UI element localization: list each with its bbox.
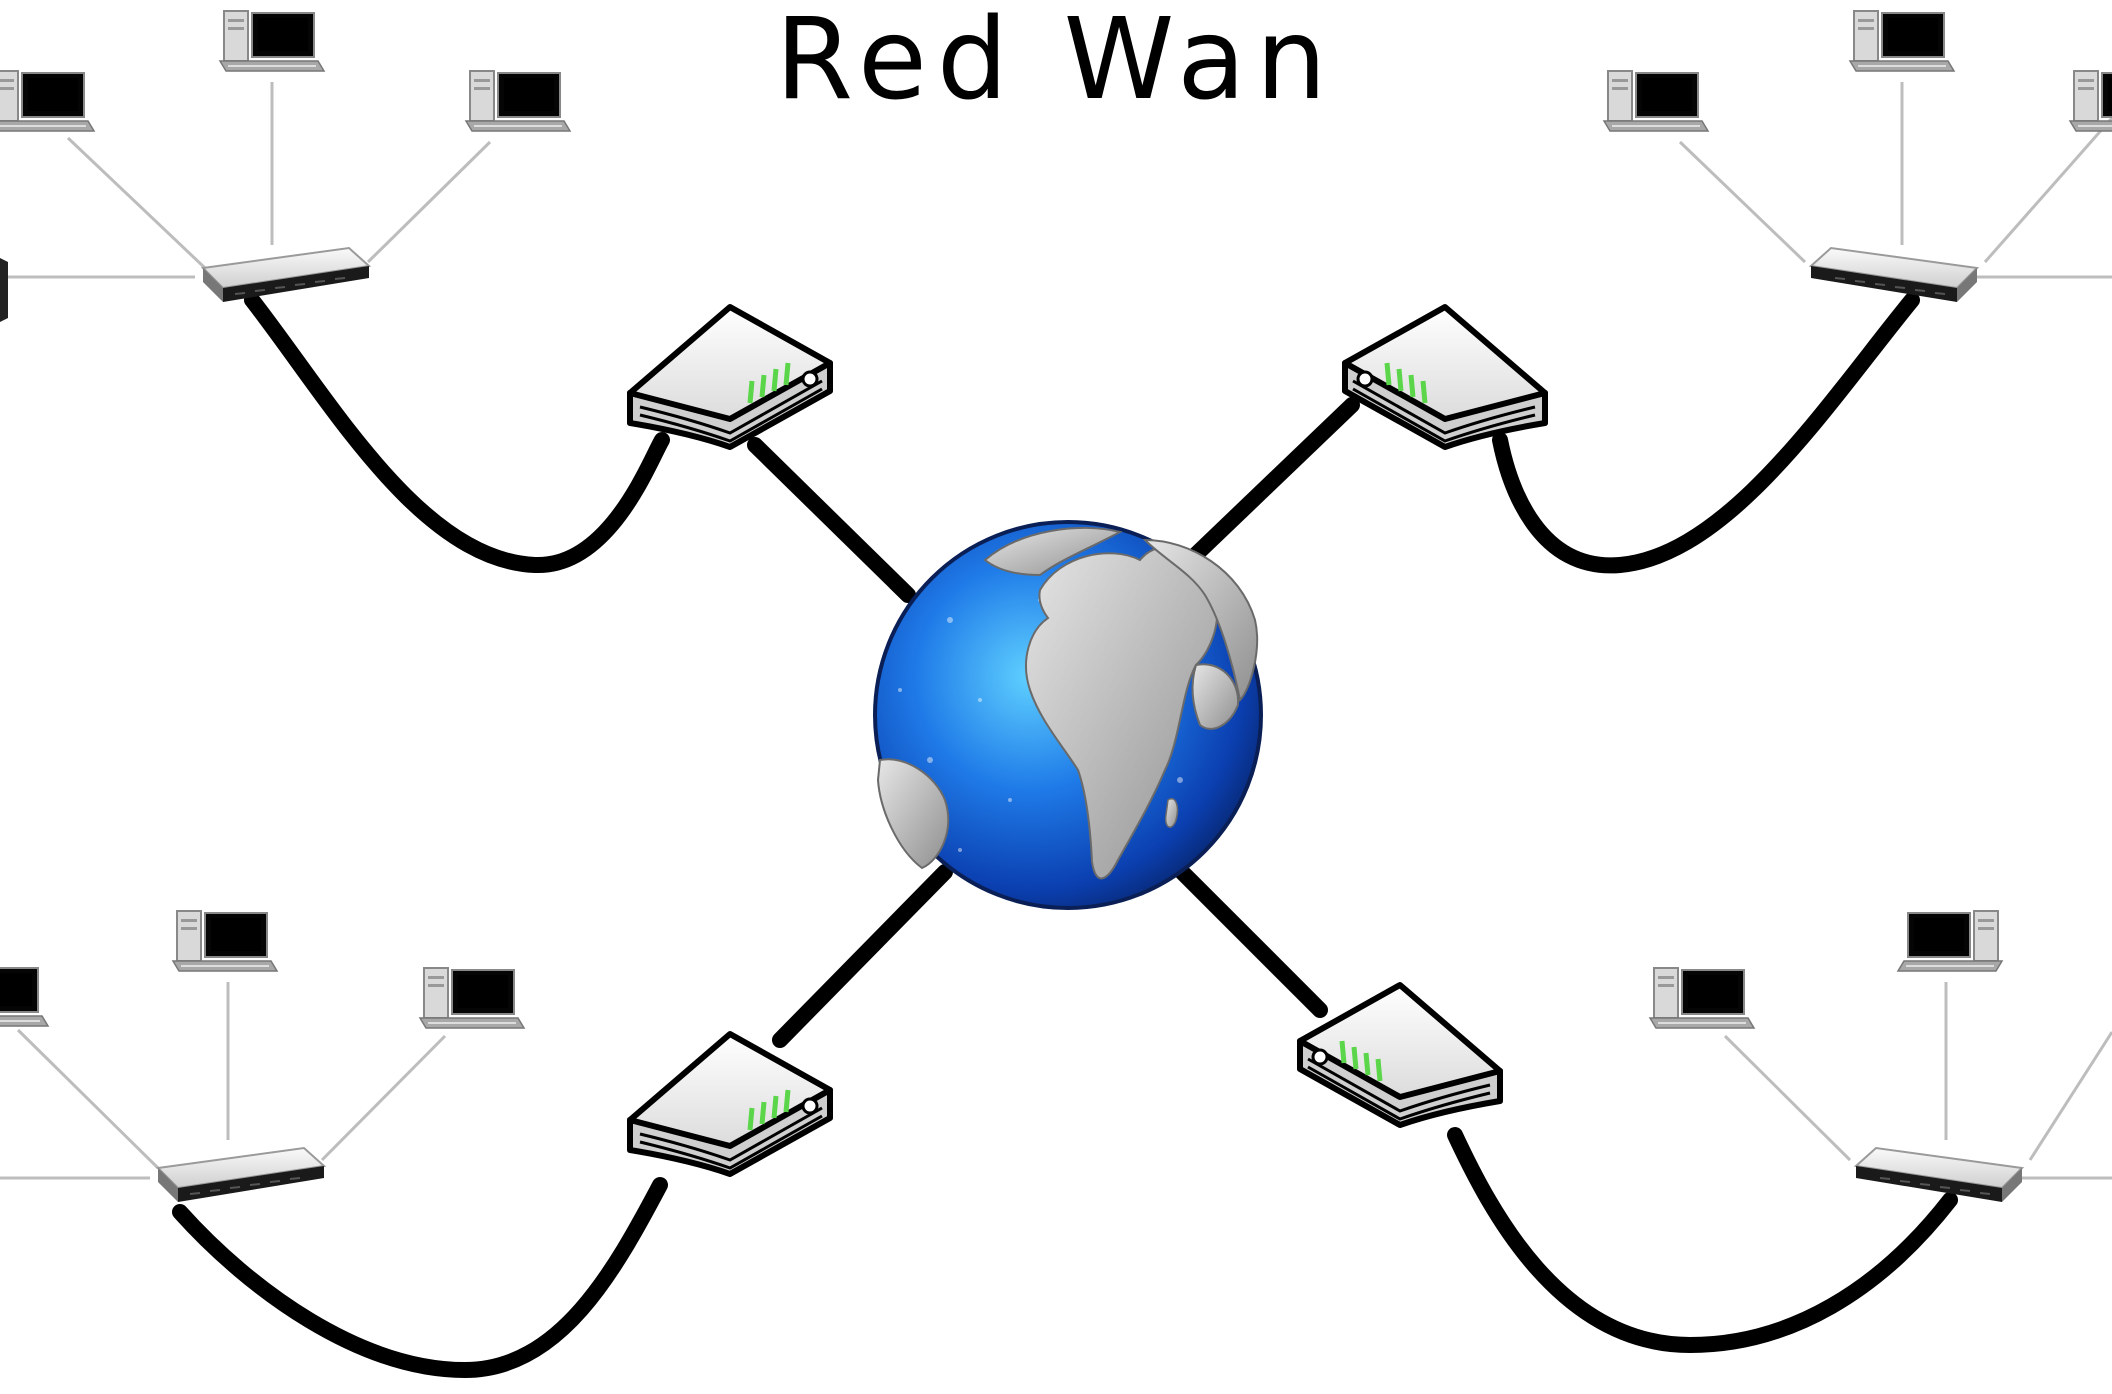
diagram-title: Red Wan <box>775 0 1337 125</box>
computer-icon <box>219 10 325 72</box>
computer-icon <box>0 70 95 132</box>
link-bottom-right <box>1167 857 1328 1018</box>
computer-icon <box>465 70 571 132</box>
cable-top-left <box>244 292 670 574</box>
globe-icon <box>873 520 1263 910</box>
router-icon-bottom-right <box>1300 985 1500 1125</box>
cable-bottom-left <box>172 1177 668 1379</box>
wan-cables <box>172 292 1958 1379</box>
computer-icon <box>172 910 278 972</box>
router-icon-top-right <box>1345 307 1545 447</box>
router-icon-bottom-left <box>630 1034 830 1174</box>
link-top-left <box>747 437 916 603</box>
lan-wires <box>0 82 2112 1180</box>
computer-icon <box>0 965 49 1027</box>
computer-icon <box>1897 910 2003 972</box>
router-icon-top-left <box>630 307 830 447</box>
computer-icon <box>1849 10 1955 72</box>
edge-device-icon <box>0 258 8 322</box>
computer-icon <box>1649 967 1755 1029</box>
switch-icon-top-right <box>1810 247 1978 303</box>
switch-icon-bottom-left <box>157 1147 325 1203</box>
switch-icon-top-left <box>202 247 370 303</box>
link-top-right <box>1177 397 1360 573</box>
computer-icon <box>1603 70 1709 132</box>
cable-top-right <box>1492 292 1920 574</box>
computer-icon <box>2069 70 2112 132</box>
switch-icon-bottom-right <box>1855 1147 2023 1203</box>
computer-icon <box>419 967 525 1029</box>
cable-bottom-right <box>1447 1127 1958 1354</box>
link-bottom-left <box>772 864 953 1048</box>
